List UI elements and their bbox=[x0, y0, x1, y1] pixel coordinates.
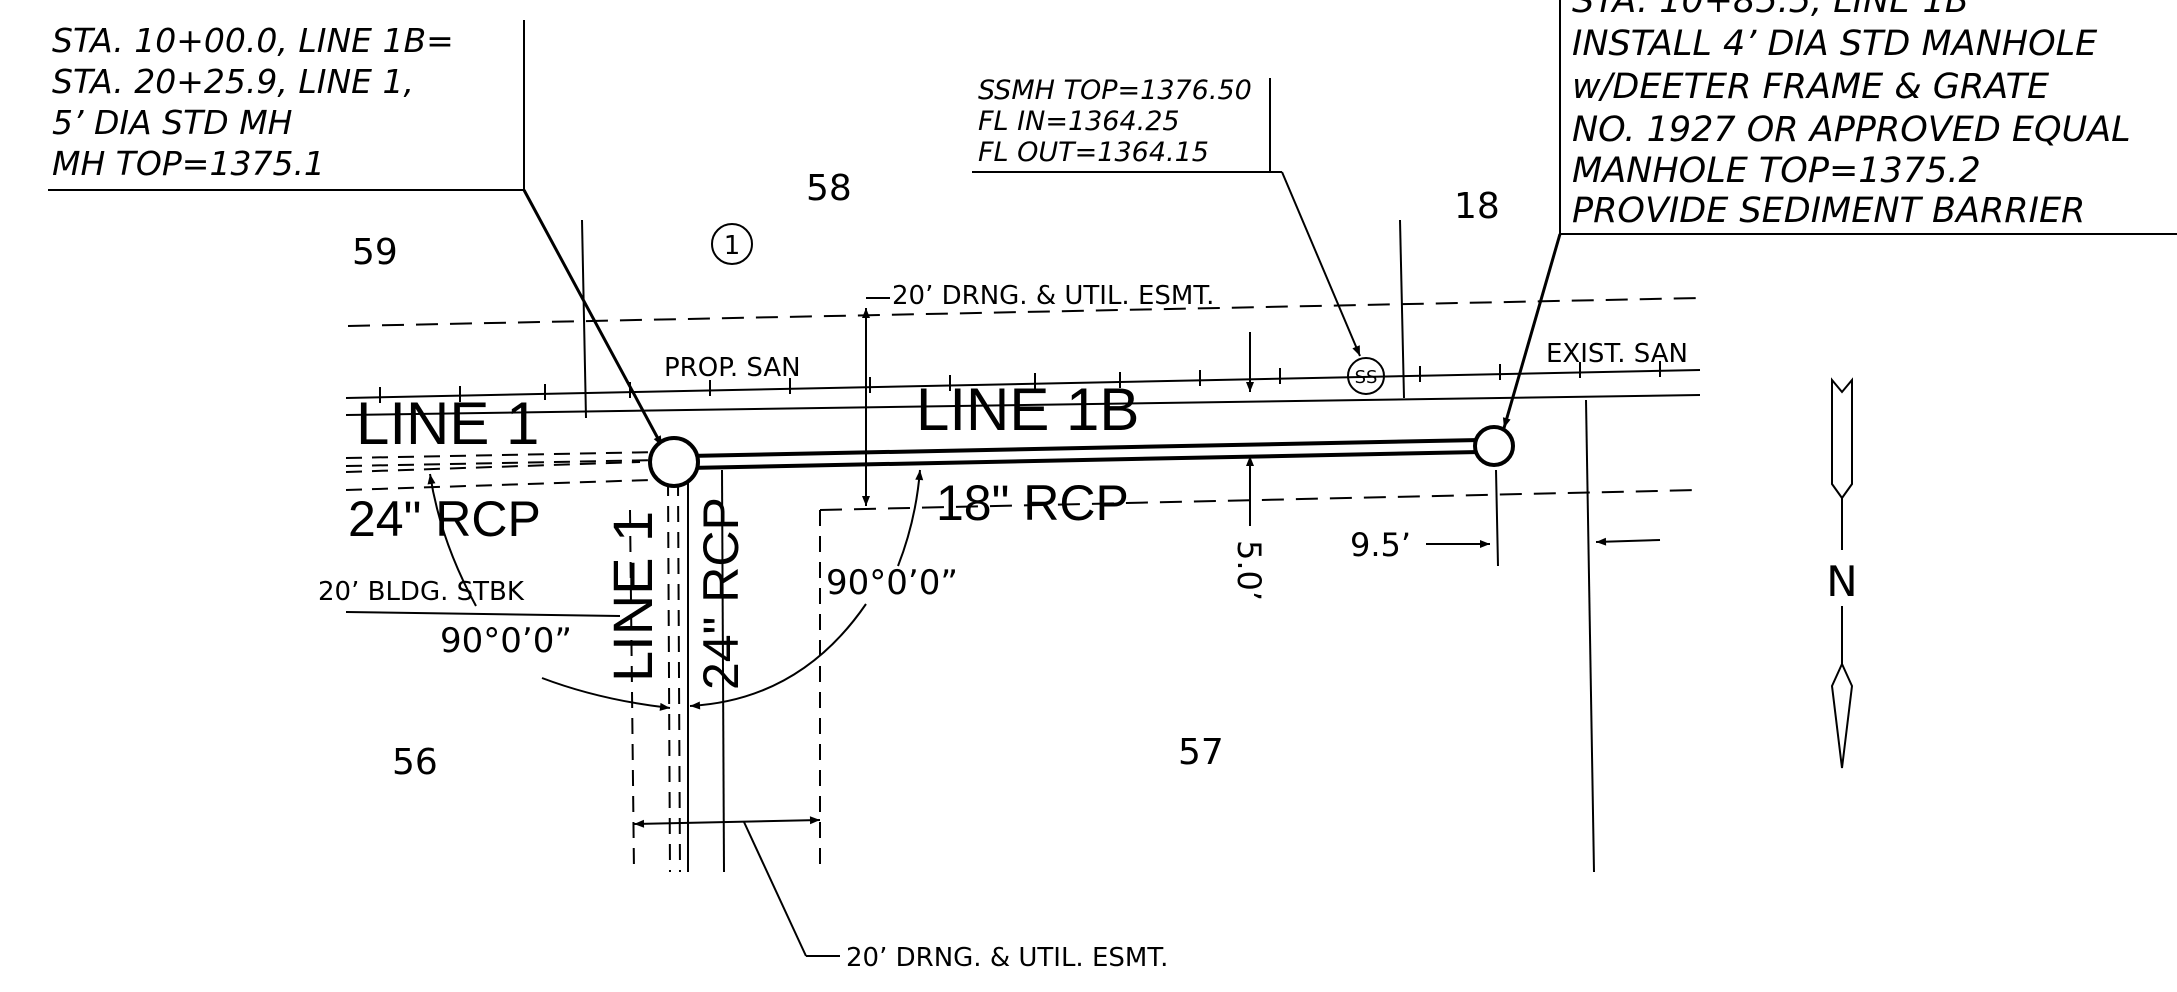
callout-right-line-4: NO. 1927 OR APPROVED EQUAL bbox=[1572, 110, 2131, 150]
manhole-left bbox=[648, 436, 700, 488]
setback-label: 20’ BLDG. STBK bbox=[318, 577, 525, 607]
ssmh-fl-in-label: FL IN=1364.25 bbox=[978, 106, 1180, 137]
top-easement-label: 20’ DRNG. & UTIL. ESMT. bbox=[892, 281, 1214, 311]
rcp-24-label: 24" RCP bbox=[348, 491, 541, 547]
callout-left-manhole: STA. 10+00.0, LINE 1B= STA. 20+25.9, LIN… bbox=[48, 20, 664, 447]
callout-right-manhole: STA. 10+85.5, LINE 1B INSTALL 4’ DIA STD… bbox=[1502, 0, 2177, 429]
callout-left-line-4: MH TOP=1375.1 bbox=[52, 144, 325, 183]
exist-san-label: EXIST. SAN bbox=[1546, 339, 1688, 369]
line-1b-label: LINE 1B bbox=[916, 376, 1139, 443]
prop-san-label: PROP. SAN bbox=[664, 353, 801, 383]
callout-left-line-1: STA. 10+00.0, LINE 1B= bbox=[52, 21, 454, 60]
angle-right-label: 90°0’0” bbox=[826, 563, 958, 603]
lot-59-label: 59 bbox=[352, 232, 398, 273]
callout-right-line-5: MANHOLE TOP=1375.2 bbox=[1572, 151, 1981, 191]
lot-56-label: 56 bbox=[392, 742, 438, 783]
lot-18-label: 18 bbox=[1454, 186, 1500, 227]
line-1-vertical-label: LINE 1 bbox=[601, 511, 664, 682]
offset-5-label: 5.0’ bbox=[1230, 540, 1268, 601]
north-arrow-icon: N bbox=[1826, 377, 1858, 769]
callout-right-line-6: PROVIDE SEDIMENT BARRIER bbox=[1572, 191, 2085, 231]
callout-left-line-3: 5’ DIA STD MH bbox=[52, 103, 292, 142]
lot-marker-label: 1 bbox=[724, 231, 741, 261]
dimension-lines bbox=[427, 297, 1661, 957]
rcp-24-vertical-label: 24" RCP bbox=[693, 497, 749, 690]
angle-left-label: 90°0’0” bbox=[440, 621, 572, 661]
callout-right-line-3: w/DEETER FRAME & GRATE bbox=[1572, 67, 2050, 107]
offset-9-5-label: 9.5’ bbox=[1350, 526, 1411, 564]
callout-left-line-2: STA. 20+25.9, LINE 1, bbox=[52, 62, 414, 101]
north-label: N bbox=[1826, 557, 1857, 606]
dimension-labels: 90°0’0” 90°0’0” 5.0’ 9.5’ bbox=[440, 526, 1411, 661]
rcp-18-label: 18" RCP bbox=[936, 475, 1129, 531]
pipe-labels: LINE 1 LINE 1B 24" RCP 18" RCP LINE 1 24… bbox=[348, 376, 1139, 690]
bottom-easement-label: 20’ DRNG. & UTIL. ESMT. bbox=[846, 943, 1168, 973]
lot-57-label: 57 bbox=[1178, 732, 1224, 773]
ss-symbol-label: SS bbox=[1355, 367, 1378, 388]
lot-labels: 59 58 18 56 57 1 bbox=[352, 168, 1500, 783]
ss-manhole-symbol: SS bbox=[1347, 357, 1385, 395]
storm-pipes bbox=[345, 425, 1515, 873]
lot-lines bbox=[345, 219, 1701, 873]
ssmh-fl-out-label: FL OUT=1364.15 bbox=[978, 137, 1209, 168]
line-1-label: LINE 1 bbox=[356, 390, 539, 457]
callout-ssmh: SSMH TOP=1376.50 FL IN=1364.25 FL OUT=13… bbox=[972, 75, 1361, 357]
lot-58-label: 58 bbox=[806, 168, 852, 209]
callout-right-line-2: INSTALL 4’ DIA STD MANHOLE bbox=[1572, 24, 2098, 64]
manhole-right bbox=[1473, 425, 1515, 467]
callout-right-line-1: STA. 10+85.5, LINE 1B bbox=[1572, 0, 1969, 21]
sanitary-sewer-line: SS bbox=[345, 357, 1701, 403]
ssmh-top-label: SSMH TOP=1376.50 bbox=[978, 75, 1252, 106]
easement-labels: 20’ DRNG. & UTIL. ESMT. 20’ DRNG. & UTIL… bbox=[318, 281, 1688, 973]
